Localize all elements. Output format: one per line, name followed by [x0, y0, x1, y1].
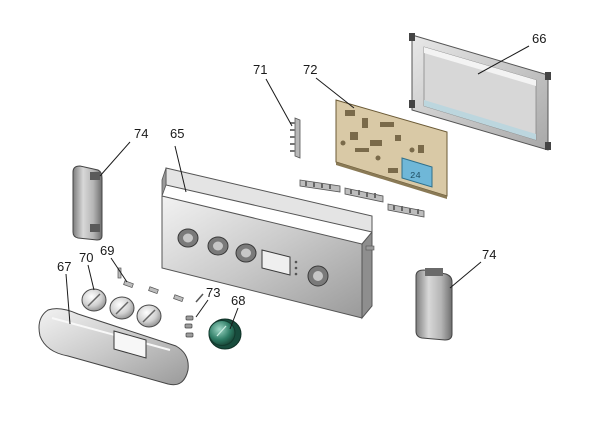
part-68-green-dial	[208, 318, 242, 350]
knob-1	[81, 288, 107, 312]
label-67: 67	[57, 259, 71, 274]
part-74-left-side-trim	[72, 165, 103, 241]
label-65: 65	[170, 126, 184, 141]
part-65-control-panel	[161, 167, 375, 320]
part-67-front-bezel	[38, 308, 189, 386]
part-70-knobs	[81, 288, 162, 328]
part-73-small-parts	[184, 293, 204, 338]
panel-display-window	[261, 249, 291, 276]
part-74-right-side-trim	[415, 268, 453, 341]
label-66: 66	[532, 31, 546, 46]
leader-lines	[65, 45, 530, 330]
label-74-right: 74	[482, 247, 496, 262]
part-69-pins	[117, 267, 184, 303]
part-66-rear-frame	[409, 33, 551, 151]
connector-bars	[299, 179, 425, 218]
part-labels: 65 66 67 68 69 70 71 72 73 74 74	[57, 31, 546, 308]
part-72-circuit-board: 24	[335, 99, 448, 199]
label-71: 71	[253, 62, 267, 77]
label-73: 73	[206, 285, 220, 300]
label-69: 69	[100, 243, 114, 258]
pcb-components	[340, 110, 424, 173]
lcd-text: 24	[410, 171, 421, 181]
knob-2	[109, 296, 135, 320]
label-74-left: 74	[134, 126, 148, 141]
pcb-lcd-display: 24	[401, 157, 433, 188]
bezel-window	[113, 330, 147, 359]
label-68: 68	[231, 293, 245, 308]
label-72: 72	[303, 62, 317, 77]
label-70: 70	[79, 250, 93, 265]
knob-3	[136, 304, 162, 328]
part-71-connector-strip	[290, 117, 301, 159]
